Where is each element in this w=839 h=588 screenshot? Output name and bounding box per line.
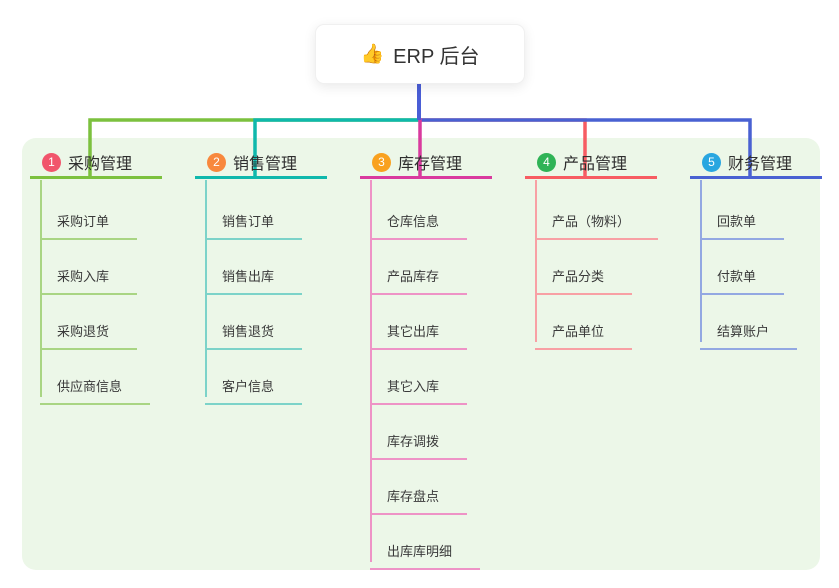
child-node[interactable]: 回款单 — [700, 196, 785, 240]
child-node[interactable]: 其它出库 — [370, 306, 468, 350]
child-node[interactable]: 产品分类 — [535, 251, 633, 295]
root-node-label: ERP 后台 — [393, 45, 480, 68]
branch-node-1[interactable]: 1 采购管理 — [30, 148, 162, 179]
child-node-label: 产品（物料） — [552, 214, 631, 229]
child-node-label: 销售退货 — [222, 324, 275, 339]
child-node[interactable]: 库存调拨 — [370, 416, 468, 460]
child-node[interactable]: 产品单位 — [535, 306, 633, 350]
child-node[interactable]: 采购退货 — [40, 306, 138, 350]
branch-children-spine — [40, 180, 42, 397]
child-node-label: 库存盘点 — [387, 489, 440, 504]
child-node-label: 销售订单 — [222, 214, 275, 229]
branch-node-label: 采购管理 — [68, 156, 133, 173]
branch-node-label: 库存管理 — [398, 156, 463, 173]
child-node-label: 采购订单 — [57, 214, 110, 229]
child-node-label: 客户信息 — [222, 379, 275, 394]
branch-node-label: 财务管理 — [728, 156, 793, 173]
branch-node-5[interactable]: 5 财务管理 — [690, 148, 822, 179]
branch-number-badge: 5 — [702, 152, 721, 172]
child-node-label: 供应商信息 — [57, 379, 123, 394]
thumbs-up-icon: 👍 — [360, 43, 385, 65]
child-node-label: 采购退货 — [57, 324, 110, 339]
mindmap-background-panel — [22, 138, 820, 570]
branch-node-4[interactable]: 4 产品管理 — [525, 148, 657, 179]
child-node-label: 其它入库 — [387, 379, 440, 394]
child-node[interactable]: 采购入库 — [40, 251, 138, 295]
branch-children-spine — [535, 180, 537, 342]
branch-children-spine — [700, 180, 702, 342]
child-node[interactable]: 采购订单 — [40, 196, 138, 240]
root-node-erp[interactable]: 👍 ERP 后台 — [315, 24, 525, 84]
child-node-label: 产品库存 — [387, 269, 440, 284]
child-node[interactable]: 供应商信息 — [40, 361, 151, 405]
child-node[interactable]: 付款单 — [700, 251, 785, 295]
child-node-label: 销售出库 — [222, 269, 275, 284]
child-node[interactable]: 销售退货 — [205, 306, 303, 350]
child-node-label: 回款单 — [717, 214, 757, 229]
child-node-label: 付款单 — [717, 269, 757, 284]
branch-children-spine — [370, 180, 372, 562]
child-node-label: 出库库明细 — [387, 544, 453, 559]
child-node[interactable]: 产品（物料） — [535, 196, 659, 240]
branch-node-2[interactable]: 2 销售管理 — [195, 148, 327, 179]
child-node[interactable]: 其它入库 — [370, 361, 468, 405]
branch-number-badge: 1 — [42, 152, 61, 172]
child-node-label: 其它出库 — [387, 324, 440, 339]
child-node-label: 库存调拨 — [387, 434, 440, 449]
child-node-label: 产品分类 — [552, 269, 605, 284]
child-node-label: 产品单位 — [552, 324, 605, 339]
child-node[interactable]: 销售订单 — [205, 196, 303, 240]
child-node[interactable]: 客户信息 — [205, 361, 303, 405]
child-node[interactable]: 出库库明细 — [370, 526, 481, 570]
child-node[interactable]: 产品库存 — [370, 251, 468, 295]
branch-node-3[interactable]: 3 库存管理 — [360, 148, 492, 179]
branch-number-badge: 3 — [372, 152, 391, 172]
child-node[interactable]: 结算账户 — [700, 306, 798, 350]
child-node[interactable]: 仓库信息 — [370, 196, 468, 240]
child-node-label: 结算账户 — [717, 324, 770, 339]
child-node[interactable]: 销售出库 — [205, 251, 303, 295]
branch-node-label: 产品管理 — [563, 156, 628, 173]
branch-number-badge: 4 — [537, 152, 556, 172]
child-node[interactable]: 库存盘点 — [370, 471, 468, 515]
branch-node-label: 销售管理 — [233, 156, 298, 173]
branch-children-spine — [205, 180, 207, 397]
branch-number-badge: 2 — [207, 152, 226, 172]
child-node-label: 仓库信息 — [387, 214, 440, 229]
child-node-label: 采购入库 — [57, 269, 110, 284]
